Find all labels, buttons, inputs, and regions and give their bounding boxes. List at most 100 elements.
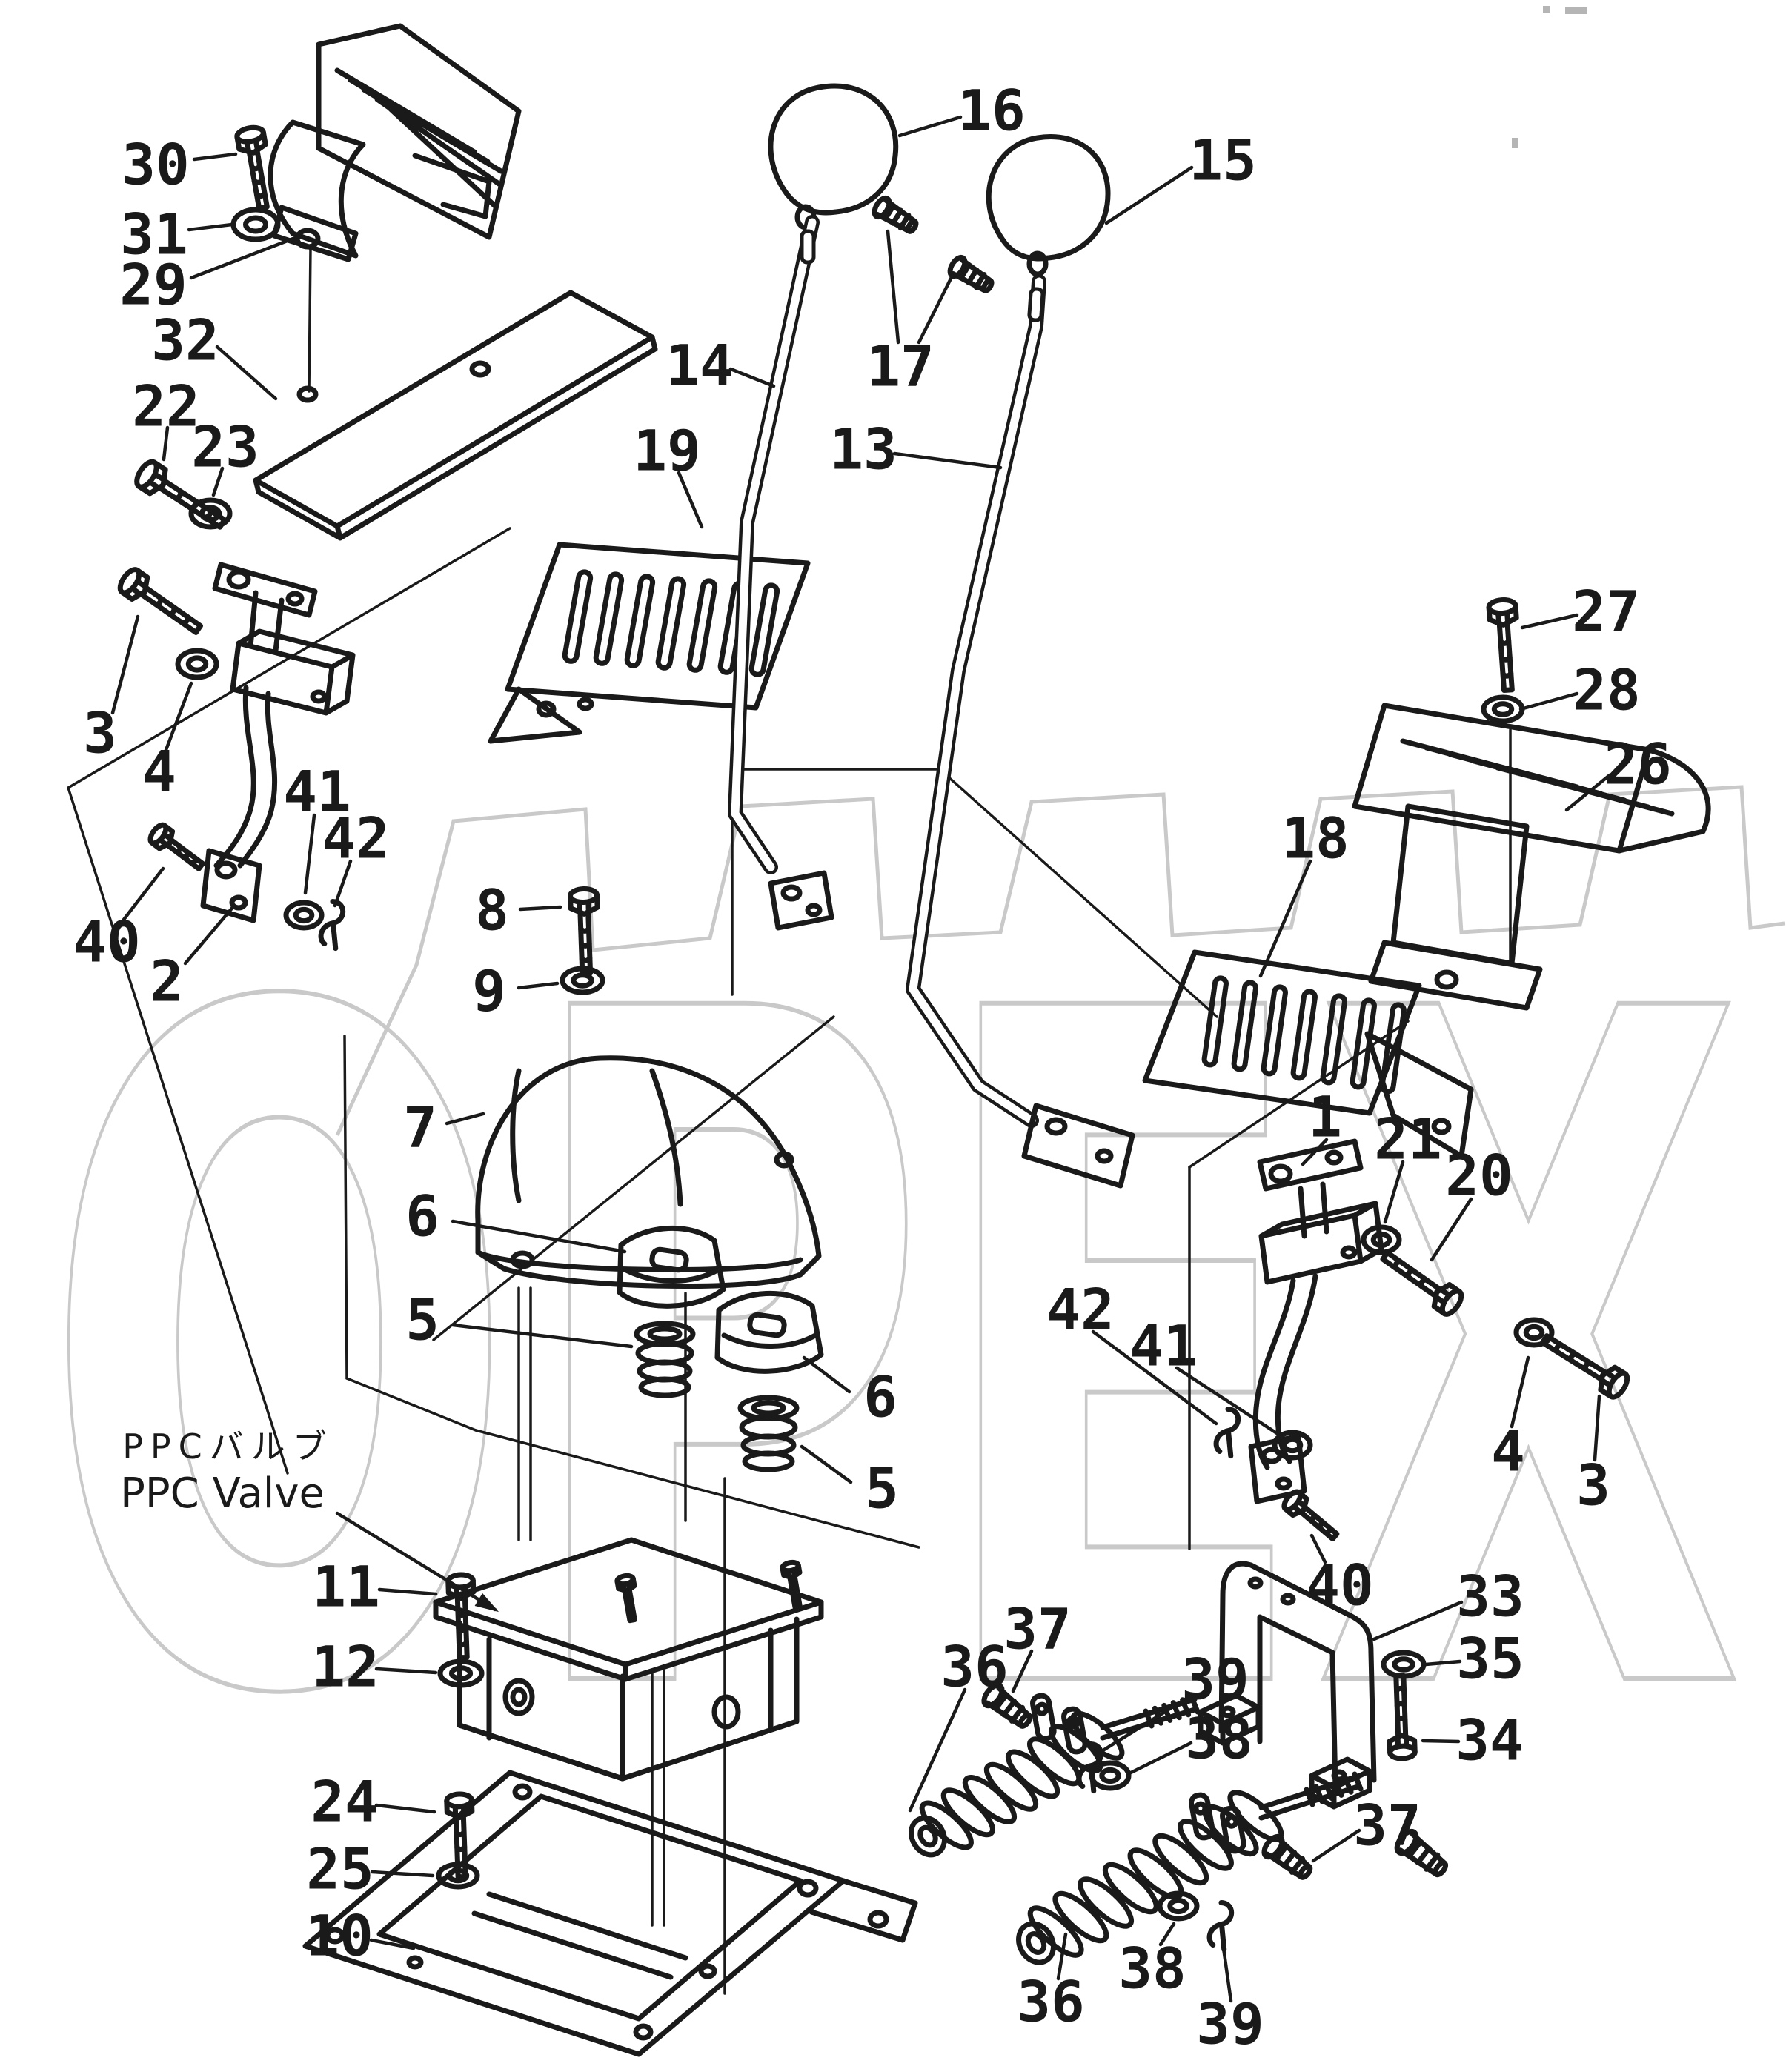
grip-slot xyxy=(624,574,656,668)
leader-40 xyxy=(1309,1533,1327,1564)
ppc-valve-label-jp: PPCバルブ xyxy=(122,1427,334,1467)
grip-slot xyxy=(562,569,594,664)
leader-18 xyxy=(1258,859,1312,978)
leader-31 xyxy=(187,222,234,232)
part-label-11: 11 xyxy=(312,1553,380,1619)
leader-42 xyxy=(1091,1329,1218,1426)
bolt-40-left xyxy=(147,822,205,871)
part-label-37: 37 xyxy=(1353,1792,1421,1858)
grip-slot xyxy=(1261,984,1288,1077)
washer-38-lower xyxy=(1157,1890,1200,1922)
leader-4 xyxy=(1510,1355,1530,1429)
leader-17 xyxy=(886,229,900,345)
part-labels: 3031293222233440241428976565111224251016… xyxy=(73,77,1672,2056)
bolt-valve-top-1 xyxy=(614,1573,637,1624)
boundary-line-6 xyxy=(345,1377,477,1432)
part-label-39: 39 xyxy=(1181,1646,1249,1712)
spring-36-lower xyxy=(1016,1771,1364,1965)
ppc-valve-label-en: PPC Valve xyxy=(120,1470,325,1518)
part-label-15: 15 xyxy=(1189,127,1257,193)
pin-spring-b-end xyxy=(1394,1828,1449,1878)
spring-36-lower-clevis-tab-0 xyxy=(1189,1792,1215,1841)
part-label-25: 25 xyxy=(306,1836,374,1902)
part-label-29: 29 xyxy=(119,251,187,317)
grip-slot xyxy=(1290,989,1318,1081)
leader-12 xyxy=(374,1667,438,1675)
pin-37-lower xyxy=(1261,1833,1313,1880)
part-label-42: 42 xyxy=(1046,1276,1115,1342)
washer-21 xyxy=(1361,1224,1402,1255)
leader-25 xyxy=(370,1870,435,1878)
part-label-4: 4 xyxy=(142,738,176,804)
leader-38 xyxy=(1127,1741,1193,1776)
part-label-38: 38 xyxy=(1118,1935,1186,2001)
pedal-18 xyxy=(1142,949,1474,1159)
part-label-13: 13 xyxy=(829,416,897,482)
part-label-1: 1 xyxy=(1308,1083,1342,1149)
washer-41-right xyxy=(1272,1430,1313,1461)
part-label-40: 40 xyxy=(1306,1552,1374,1618)
watermark-gear-outline xyxy=(335,785,1785,1137)
part-label-10: 10 xyxy=(305,1902,374,1968)
spring-36-lower-clevis-tab-1 xyxy=(1220,1805,1246,1854)
leader-39 xyxy=(1221,1941,1233,2003)
leader-37 xyxy=(1011,1649,1034,1693)
part-label-3: 3 xyxy=(1576,1452,1610,1518)
part-label-33: 33 xyxy=(1456,1563,1524,1629)
leader-36 xyxy=(908,1687,967,1813)
leader-1 xyxy=(1301,1138,1329,1166)
cotter-42-left xyxy=(318,898,346,952)
boundary-line-5 xyxy=(343,1035,348,1380)
spring-36-upper-clevis-tab-0 xyxy=(1030,1693,1057,1741)
leader-40 xyxy=(119,866,165,926)
grip-slot xyxy=(593,571,625,666)
part-label-42: 42 xyxy=(322,805,390,871)
washer-4-left xyxy=(175,648,219,680)
leader-27 xyxy=(1520,613,1579,630)
lever-rod-13 xyxy=(906,274,1135,1189)
part-label-20: 20 xyxy=(1445,1142,1513,1208)
leader-3 xyxy=(110,614,140,715)
grip-slot xyxy=(1201,975,1229,1068)
leader-8 xyxy=(518,905,562,912)
leader-11 xyxy=(377,1587,438,1596)
leader-41 xyxy=(303,813,316,895)
leader-5 xyxy=(451,1323,634,1349)
part-label-19: 19 xyxy=(633,417,701,483)
washer-28 xyxy=(1481,694,1525,724)
leader-9 xyxy=(517,981,560,990)
leader-lines xyxy=(110,115,1612,2003)
part-label-6: 6 xyxy=(405,1183,439,1249)
washer-23 xyxy=(188,497,233,530)
page-artifacts xyxy=(1512,6,1587,148)
ppc-leader-line xyxy=(335,1511,497,1612)
ppc-valve-body xyxy=(433,1537,824,1782)
part-label-30: 30 xyxy=(122,131,190,197)
leader-16 xyxy=(897,115,963,138)
hardware-parts xyxy=(117,124,1630,1965)
leader-17 xyxy=(917,275,954,345)
leader-3 xyxy=(1593,1394,1601,1462)
boundary-line-7 xyxy=(474,1429,920,1549)
screw-17a xyxy=(872,195,919,234)
bolt-20 xyxy=(1380,1249,1464,1317)
bolt-valve-top-2 xyxy=(780,1559,803,1610)
grip-slot xyxy=(655,576,687,671)
lever-rod-14 xyxy=(728,215,834,931)
part-label-26: 26 xyxy=(1604,731,1672,797)
leader-23 xyxy=(211,466,225,497)
pedal-26 xyxy=(1352,703,1711,1011)
part-label-32: 32 xyxy=(151,307,219,373)
washer-25 xyxy=(436,1862,480,1890)
part-label-27: 27 xyxy=(1572,578,1640,644)
leader-4 xyxy=(164,681,193,752)
valve-cover-7 xyxy=(475,1055,822,1289)
part-label-37: 37 xyxy=(1003,1595,1072,1661)
leader-22 xyxy=(162,425,170,462)
leader-41 xyxy=(1175,1366,1284,1438)
ppc-annotation: PPCバルブ PPC Valve xyxy=(120,1427,499,1613)
part-label-28: 28 xyxy=(1573,657,1641,723)
spring-36-upper-clevis-tab-1 xyxy=(1061,1706,1088,1755)
leader-30 xyxy=(192,152,238,162)
